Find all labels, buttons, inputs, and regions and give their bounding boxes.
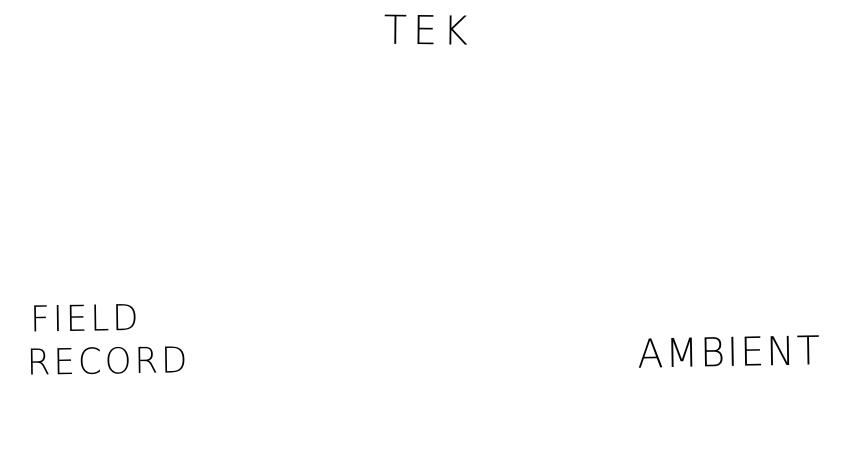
label-ambient: AMBIENT	[636, 327, 823, 378]
label-field-record-line-1: FIELD	[29, 297, 142, 341]
label-field-record-line-2: RECORD	[26, 339, 191, 385]
label-field-record: FIELD RECORD	[26, 297, 191, 385]
label-tek: TEK	[383, 6, 475, 55]
